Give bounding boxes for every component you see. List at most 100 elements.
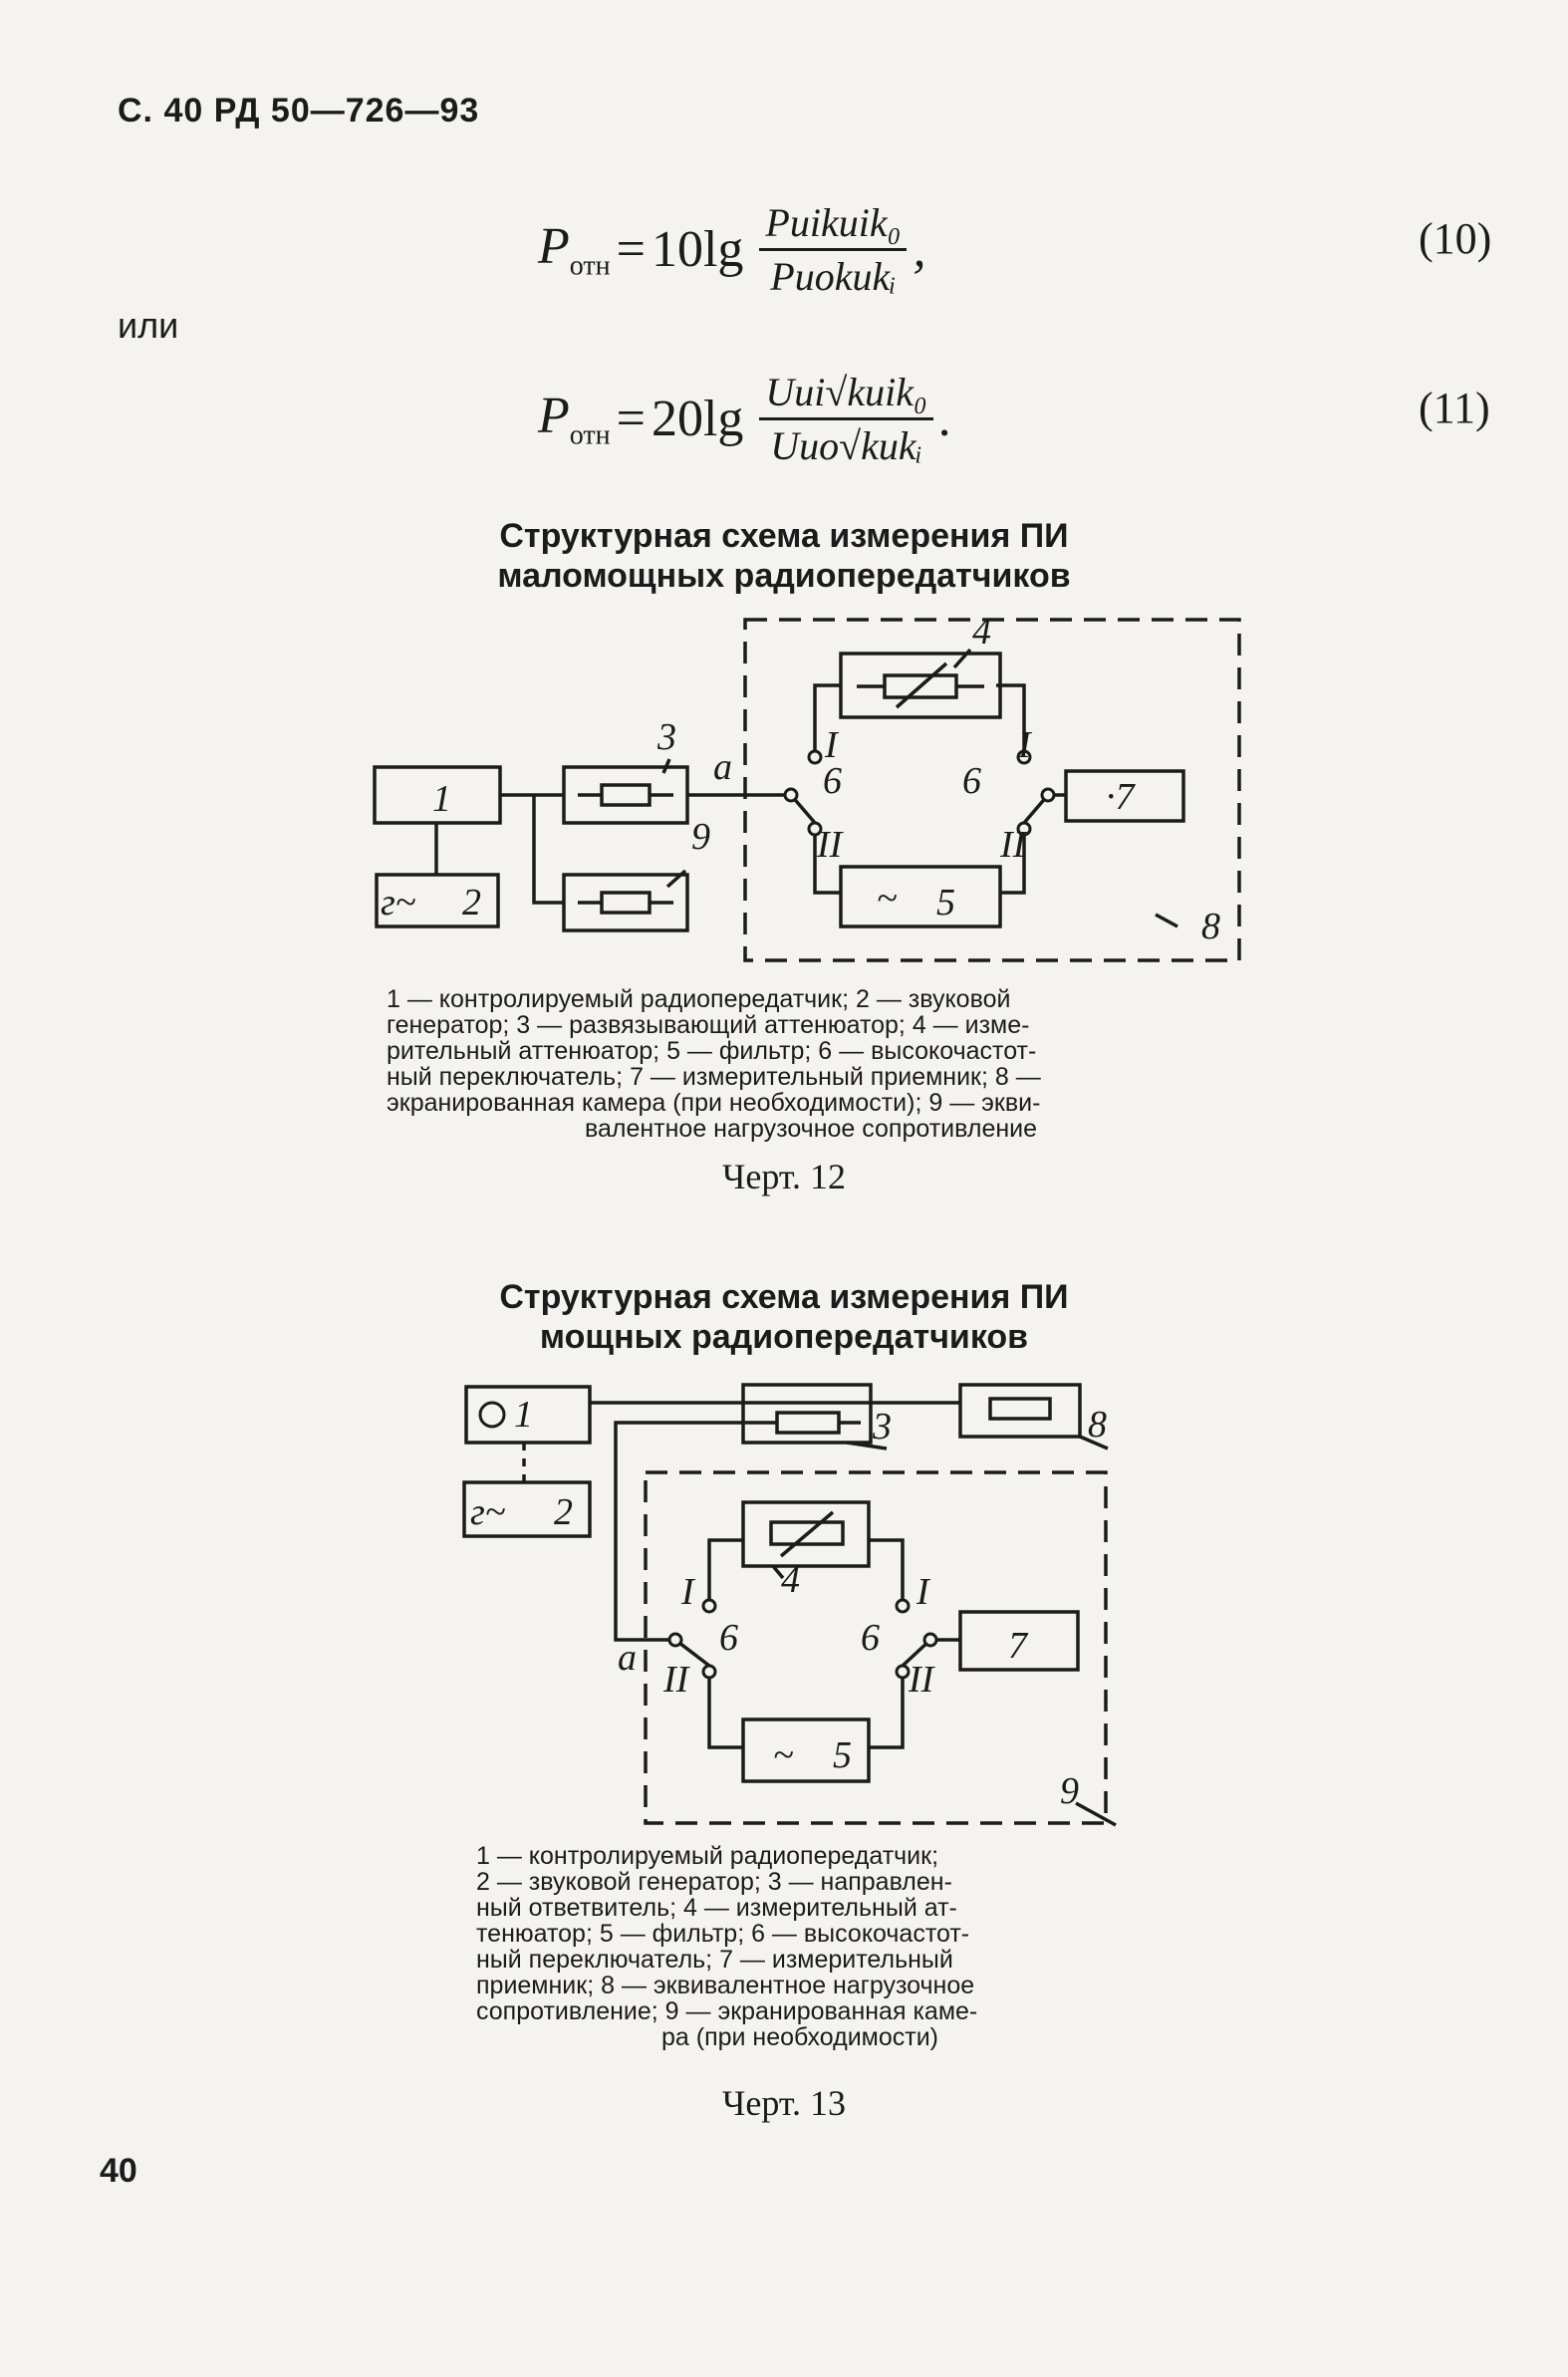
figure-12-title-line1: Структурная схема измерения ПИ bbox=[499, 517, 1069, 555]
switch-left-common-contact bbox=[667, 1632, 683, 1648]
load-equivalent-block bbox=[958, 1383, 1082, 1439]
figure-13-legend-line8: ра (при необходимости) bbox=[661, 2023, 938, 2051]
figure-12-legend-line6: валентное нагрузочное сопротивление bbox=[584, 1115, 1038, 1143]
page-header: С. 40 РД 50—726—93 bbox=[118, 92, 480, 130]
figure-13-legend-line5: ный переключатель; 7 — измерительный bbox=[476, 1946, 953, 1974]
transmitter-symbol-icon bbox=[478, 1401, 506, 1429]
label-a: a bbox=[713, 746, 732, 788]
figure-12-legend-line4: ный переключатель; 7 — измерительный при… bbox=[387, 1063, 1041, 1091]
switch-right-contact-II bbox=[1016, 821, 1032, 837]
label-6-right: 6 bbox=[962, 760, 981, 802]
label-II-left: II bbox=[662, 1659, 691, 1701]
label-6-left: 6 bbox=[823, 760, 842, 802]
label-II-right: II bbox=[908, 1659, 936, 1701]
measuring-attenuator-resistor bbox=[769, 1520, 845, 1546]
label-2-symbol: г~ bbox=[381, 882, 415, 924]
eq10-tail: , bbox=[913, 221, 926, 278]
figure-12-caption: Черт. 12 bbox=[722, 1157, 846, 1196]
label-5: 5 bbox=[833, 1734, 852, 1776]
figure-12-title: Структурная схема измерения ПИ маломощны… bbox=[0, 516, 1568, 596]
label-8: 8 bbox=[1088, 1404, 1107, 1446]
equation-10-number: (10) bbox=[1419, 214, 1492, 263]
figure-12-legend: 1 — контролируемый радиопередатчик; 2 — … bbox=[387, 986, 1235, 1142]
switch-right-contact-I bbox=[1016, 749, 1032, 765]
figure-13-legend-line4: тенюатор; 5 — фильтр; 6 — высокочастот- bbox=[476, 1920, 970, 1948]
eq10-denominator: Pиоkиkᵢ bbox=[770, 254, 897, 299]
switch-right-contact-II bbox=[895, 1664, 911, 1680]
measuring-attenuator-block bbox=[741, 1500, 871, 1568]
figure-13-title-line1: Структурная схема измерения ПИ bbox=[499, 1278, 1069, 1316]
eq11-fraction: Uиi√kиik₀ Uио√kиkᵢ bbox=[759, 369, 933, 469]
label-5-symbol: ~ bbox=[877, 878, 898, 920]
eq10-lhs: Pотн bbox=[538, 217, 611, 282]
label-2-symbol: г~ bbox=[470, 1491, 505, 1533]
figure-12-legend-line1: 1 — контролируемый радиопередатчик; 2 — … bbox=[387, 985, 1011, 1013]
figure-13-legend-line7: сопротивление; 9 — экранированная каме- bbox=[476, 1997, 978, 2025]
equation-10: Pотн = 10lg Pиikиik₀ Pиоkиkᵢ , bbox=[538, 199, 925, 300]
label-I-left: I bbox=[824, 724, 840, 766]
eq10-numerator: Pиikиik₀ bbox=[759, 199, 908, 251]
filter-block bbox=[741, 1717, 871, 1783]
equation-11: Pотн = 20lg Uиi√kиik₀ Uио√kиkᵢ . bbox=[538, 369, 952, 469]
label-3: 3 bbox=[656, 716, 676, 758]
figure-13-diagram: 1 2 г~ 3 4 5 ~ 6 6 7 8 9 a I I II II bbox=[462, 1383, 1117, 1827]
figure-13-title: Структурная схема измерения ПИ мощных ра… bbox=[0, 1277, 1568, 1357]
transmitter-block bbox=[464, 1385, 592, 1445]
filter-block bbox=[839, 865, 1002, 928]
eq11-denominator: Uио√kиkᵢ bbox=[770, 423, 922, 468]
label-I-left: I bbox=[680, 1571, 696, 1613]
switch-right-contact-I bbox=[895, 1598, 911, 1614]
figure-13-legend-line1: 1 — контролируемый радиопередатчик; bbox=[476, 1842, 939, 1870]
shielded-chamber-box bbox=[743, 618, 1241, 962]
label-I-right: I bbox=[1017, 724, 1033, 766]
label-5-symbol: ~ bbox=[773, 1734, 794, 1776]
label-5: 5 bbox=[936, 882, 955, 924]
eq10-fraction: Pиikиik₀ Pиоkиkᵢ bbox=[759, 199, 908, 300]
label-II-left: II bbox=[816, 824, 845, 866]
figure-13-legend: 1 — контролируемый радиопередатчик; 2 — … bbox=[476, 1843, 1124, 2050]
eq11-numerator: Uиi√kиik₀ bbox=[759, 369, 933, 420]
receiver-block bbox=[958, 1610, 1080, 1672]
label-2: 2 bbox=[554, 1491, 573, 1533]
figure-13-legend-line3: ный ответвитель; 4 — измерительный ат- bbox=[476, 1894, 957, 1922]
eq11-function: 20lg bbox=[651, 391, 744, 447]
label-7: ·7 bbox=[1106, 776, 1137, 818]
receiver-block bbox=[1064, 769, 1185, 823]
label-7: 7 bbox=[1008, 1625, 1029, 1667]
label-3: 3 bbox=[872, 1406, 892, 1448]
figure-12-legend-line5: экранированная камера (при необходимости… bbox=[387, 1089, 1041, 1117]
label-2: 2 bbox=[462, 882, 481, 924]
label-8: 8 bbox=[1201, 906, 1220, 947]
equation-11-number: (11) bbox=[1419, 384, 1490, 432]
load-equivalent-resistor bbox=[600, 891, 652, 915]
label-II-right: II bbox=[999, 824, 1028, 866]
eq11-equals: = bbox=[616, 391, 646, 447]
directional-coupler-resistor bbox=[775, 1411, 841, 1435]
directional-coupler-block bbox=[741, 1383, 873, 1445]
label-9: 9 bbox=[1060, 1770, 1079, 1812]
switch-left-contact-II bbox=[807, 821, 823, 837]
figure-12-diagram: 1 2 г~ 3 4 5 ~ 6 6 ·7 8 9 a I I II II bbox=[373, 611, 1241, 962]
figure-12-legend-line3: рительный аттенюатор; 5 — фильтр; 6 — вы… bbox=[387, 1037, 1037, 1065]
figure-13-caption: Черт. 13 bbox=[722, 2083, 846, 2123]
eq11-lhs: Pотн bbox=[538, 387, 611, 451]
label-1: 1 bbox=[514, 1394, 533, 1436]
figure-12-title-line2: маломощных радиопередатчиков bbox=[497, 557, 1071, 595]
label-9: 9 bbox=[691, 816, 710, 858]
figure-13-legend-line6: приемник; 8 — эквивалентное нагрузочное bbox=[476, 1972, 975, 1999]
label-6-left: 6 bbox=[719, 1617, 738, 1659]
label-1: 1 bbox=[432, 778, 451, 820]
switch-left-contact-I bbox=[807, 749, 823, 765]
figure-13-title-line2: мощных радиопередатчиков bbox=[539, 1318, 1029, 1356]
label-4: 4 bbox=[781, 1559, 800, 1601]
eq10-equals: = bbox=[616, 221, 646, 278]
switch-left-common-contact bbox=[783, 787, 799, 803]
label-I-right: I bbox=[915, 1571, 931, 1613]
decoupling-attenuator-resistor bbox=[600, 783, 652, 807]
eq11-tail: . bbox=[938, 391, 952, 447]
or-text: или bbox=[118, 305, 179, 346]
page-number: 40 bbox=[100, 2152, 137, 2190]
load-equivalent-block bbox=[562, 873, 689, 932]
sound-generator-block bbox=[462, 1480, 592, 1538]
switch-left-contact-II bbox=[701, 1664, 717, 1680]
